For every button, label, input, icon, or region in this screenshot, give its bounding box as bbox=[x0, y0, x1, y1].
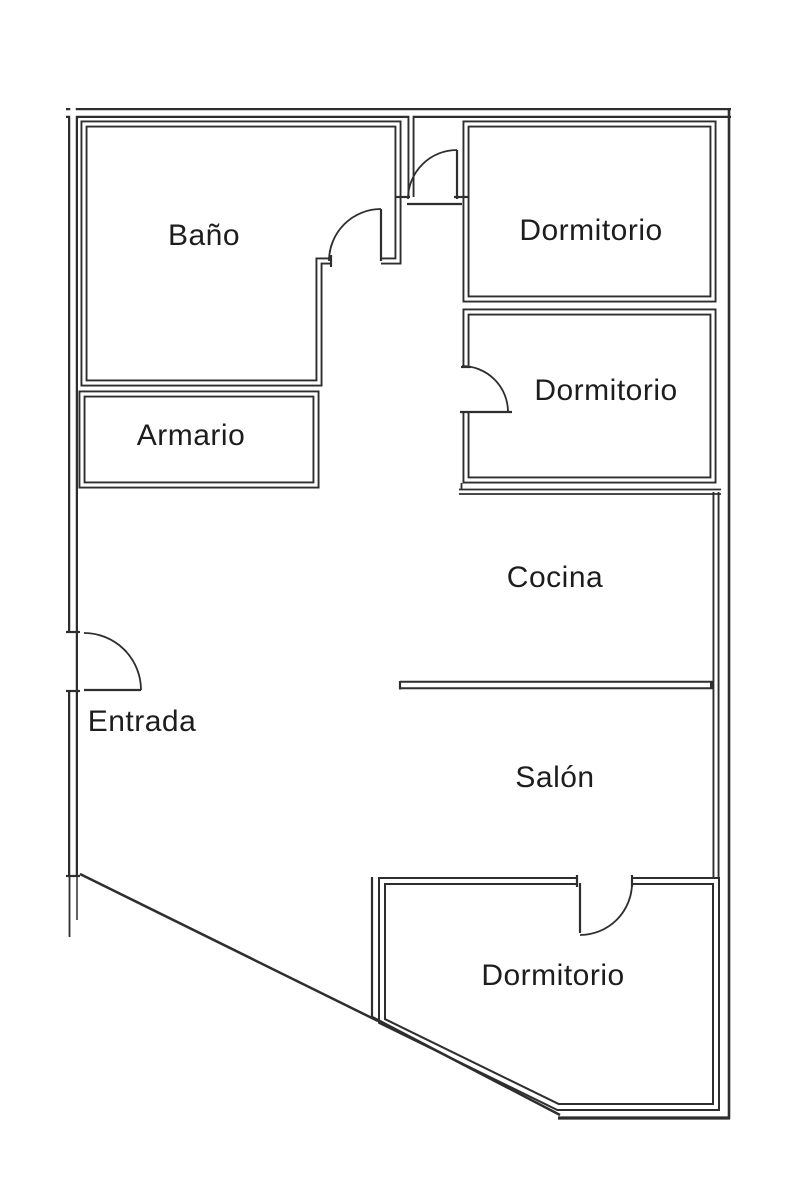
room-label-bano: Baño bbox=[167, 219, 241, 252]
door-openings bbox=[63, 253, 632, 886]
bano-door bbox=[328, 208, 383, 267]
dormitorio-2-door bbox=[460, 365, 512, 414]
room-label-salon: Salón bbox=[515, 761, 595, 794]
room-label-dormitorio-3: Dormitorio bbox=[481, 959, 625, 992]
thin-walls bbox=[66, 108, 731, 1120]
dormitorio-1-door-arc bbox=[407, 149, 458, 200]
dormitorio-2-door-opening bbox=[461, 367, 471, 412]
entrada-door-arc bbox=[83, 632, 142, 691]
dormitorio-3-door-arc bbox=[579, 882, 633, 936]
room-label-entrada: Entrada bbox=[87, 705, 197, 738]
room-label-dormitorio-2: Dormitorio bbox=[534, 374, 678, 407]
dormitorio-3-door-opening bbox=[577, 876, 632, 886]
entrada-door-opening bbox=[63, 632, 73, 690]
wall-dorm1-box bbox=[462, 120, 717, 303]
dormitorio-1-door bbox=[407, 149, 459, 200]
bano-door-opening bbox=[331, 253, 381, 269]
wall-dorm3-diagonal-outer bbox=[371, 1015, 561, 1117]
dormitorio-3-door bbox=[575, 875, 634, 936]
room-label-cocina: Cocina bbox=[506, 561, 604, 594]
bano-door-arc bbox=[328, 208, 382, 262]
wall-dorm3-box bbox=[378, 877, 720, 1111]
entrada-door bbox=[66, 630, 142, 693]
walls-core bbox=[66, 108, 731, 1109]
dormitorio-2-door-arc bbox=[461, 365, 509, 413]
room-label-armario: Armario bbox=[136, 419, 246, 452]
wall-entrada-diagonal bbox=[79, 872, 379, 1023]
room-label-dormitorio-1: Dormitorio bbox=[519, 214, 663, 247]
